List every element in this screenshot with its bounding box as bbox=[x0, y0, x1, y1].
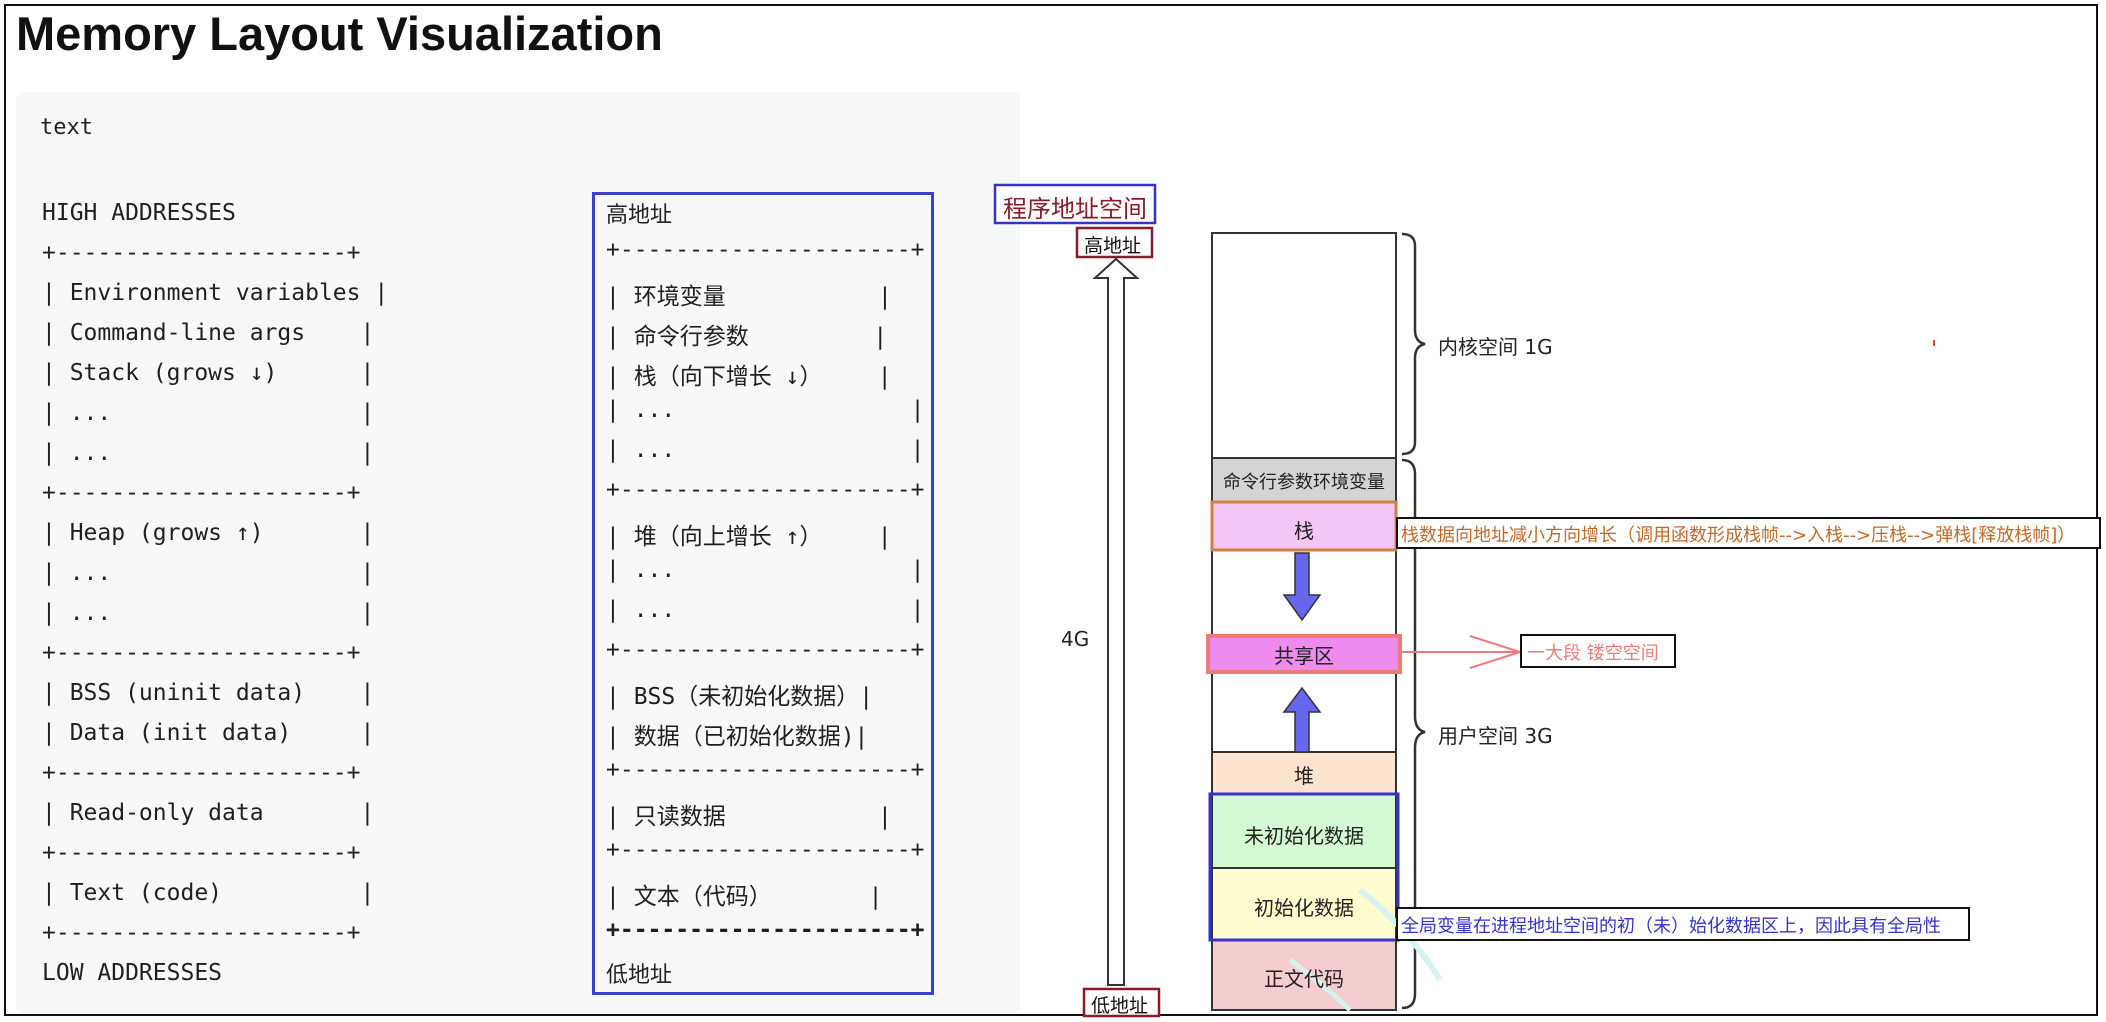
cn-row-env: | 环境变量 | bbox=[606, 284, 892, 310]
arrow-down-icon bbox=[1282, 552, 1322, 622]
ascii-row-env: | Environment variables | bbox=[42, 280, 389, 306]
arrow-up-icon bbox=[1282, 686, 1322, 753]
cn-row-ellipsis: | ... | bbox=[606, 397, 925, 423]
faint-decoration bbox=[1288, 958, 1352, 1012]
ascii-row-ellipsis: | ... | bbox=[42, 400, 375, 426]
user-space-label: 用户空间 3G bbox=[1438, 724, 1553, 748]
cn-row-ellipsis: | ... | bbox=[606, 597, 925, 623]
user-brace bbox=[1401, 458, 1426, 1010]
segment-bss bbox=[1211, 793, 1397, 869]
segment-data bbox=[1211, 867, 1397, 941]
ascii-row-bss: | BSS (uninit data) | bbox=[42, 680, 375, 706]
ascii-row-args: | Command-line args | bbox=[42, 320, 375, 346]
segment-heap-label: 堆 bbox=[1294, 764, 1314, 788]
low-address-box bbox=[1082, 987, 1161, 1018]
segment-bss-label: 未初始化数据 bbox=[1244, 824, 1364, 848]
segment-text bbox=[1211, 939, 1397, 1011]
panel-edge bbox=[1020, 92, 1028, 1014]
cn-row-data: | 数据（已初始化数据)| bbox=[606, 724, 869, 750]
cn-separator: +---------------------+ bbox=[606, 477, 925, 503]
address-growth-arrow bbox=[1092, 257, 1140, 986]
cn-separator-bold: +---------------------+ bbox=[606, 917, 925, 943]
ascii-row-ellipsis: | ... | bbox=[42, 440, 375, 466]
ascii-separator: +---------------------+ bbox=[42, 920, 361, 946]
cn-row-bss: | BSS（未初始化数据）| bbox=[606, 684, 874, 710]
ascii-row-data: | Data (init data) | bbox=[42, 720, 375, 746]
cn-row-stack: | 栈（向下增长 ↓） | bbox=[606, 364, 892, 390]
cn-separator: +---------------------+ bbox=[606, 637, 925, 663]
ascii-row-stack: | Stack (grows ↓) | bbox=[42, 360, 375, 386]
stack-growth-note: 栈数据向地址减小方向增长（调用函数形成栈帧-->入栈-->压栈-->弹栈[释放栈… bbox=[1401, 525, 2076, 546]
chinese-layout-box bbox=[592, 192, 934, 995]
ascii-row-rodata: | Read-only data | bbox=[42, 800, 375, 826]
stack-note-box bbox=[1396, 517, 2101, 549]
code-language-label: text bbox=[40, 115, 93, 140]
shared-note-box bbox=[1520, 634, 1676, 668]
diagram-title-box bbox=[993, 183, 1157, 225]
cn-row-text: | 文本（代码） | bbox=[606, 884, 883, 910]
cn-row-rodata: | 只读数据 | bbox=[606, 804, 892, 830]
ascii-row-ellipsis: | ... | bbox=[42, 560, 375, 586]
cn-separator: +---------------------+ bbox=[606, 757, 925, 783]
ascii-row-text: | Text (code) | bbox=[42, 880, 375, 906]
ascii-separator: +---------------------+ bbox=[42, 640, 361, 666]
ascii-separator: +---------------------+ bbox=[42, 240, 361, 266]
figure-frame bbox=[4, 4, 2098, 1016]
diagram-low-address: 低地址 bbox=[1091, 995, 1149, 1017]
segment-stack-label: 栈 bbox=[1294, 519, 1314, 543]
cn-separator: +---------------------+ bbox=[606, 837, 925, 863]
segment-args-label: 命令行参数环境变量 bbox=[1223, 472, 1385, 493]
global-variable-note: 全局变量在进程地址空间的初（未）始化数据区上，因此具有全局性 bbox=[1401, 916, 1941, 937]
segment-data-label: 初始化数据 bbox=[1254, 896, 1354, 920]
high-address-box bbox=[1075, 226, 1154, 259]
segment-kernel bbox=[1211, 232, 1397, 459]
diagram-title: 程序地址空间 bbox=[1003, 195, 1147, 223]
page-title: Memory Layout Visualization bbox=[16, 7, 663, 60]
ascii-separator: +---------------------+ bbox=[42, 760, 361, 786]
global-data-highlight bbox=[1208, 792, 1400, 942]
segment-text-label: 正文代码 bbox=[1264, 967, 1344, 991]
shared-gap-note: 一大段 镂空空间 bbox=[1527, 643, 1659, 664]
cn-row-ellipsis: | ... | bbox=[606, 557, 925, 583]
cn-high-address: 高地址 bbox=[606, 203, 673, 228]
address-space-size: 4G bbox=[1061, 627, 1090, 651]
diagram-high-address: 高地址 bbox=[1084, 235, 1142, 257]
ascii-row-ellipsis: | ... | bbox=[42, 600, 375, 626]
cn-low-address: 低地址 bbox=[606, 963, 673, 988]
segment-shared bbox=[1206, 634, 1402, 674]
global-note-box bbox=[1396, 907, 1970, 941]
cn-separator: +---------------------+ bbox=[606, 237, 925, 263]
segment-shared-label: 共享区 bbox=[1274, 644, 1334, 668]
kernel-space-label: 内核空间 1G bbox=[1438, 335, 1553, 359]
low-addresses-label: LOW ADDRESSES bbox=[42, 960, 223, 986]
cn-row-ellipsis: | ... | bbox=[606, 437, 925, 463]
ascii-row-heap: | Heap (grows ↑) | bbox=[42, 520, 375, 546]
kernel-brace bbox=[1401, 232, 1426, 456]
cn-row-args: | 命令行参数 | bbox=[606, 324, 888, 350]
ascii-separator: +---------------------+ bbox=[42, 840, 361, 866]
cn-row-heap: | 堆（向上增长 ↑） | bbox=[606, 524, 892, 550]
code-panel bbox=[16, 92, 1021, 1014]
high-addresses-label: HIGH ADDRESSES bbox=[42, 200, 236, 226]
ascii-separator: +---------------------+ bbox=[42, 480, 361, 506]
